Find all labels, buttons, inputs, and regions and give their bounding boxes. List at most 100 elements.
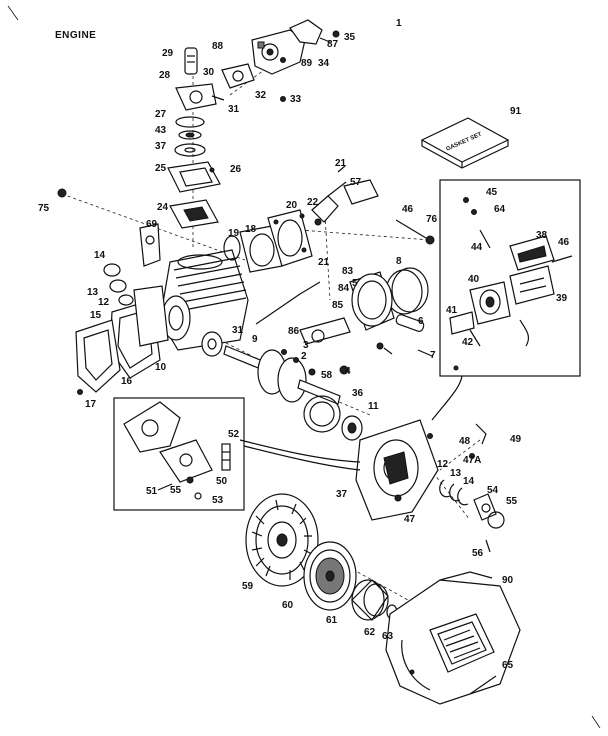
wiring — [239, 375, 463, 471]
fan-housing — [385, 571, 521, 705]
part-label-p90: 90 — [502, 575, 514, 586]
part-label-p89: 89 — [301, 58, 313, 69]
part-label-p83: 83 — [342, 266, 354, 277]
part-label-p24: 24 — [157, 202, 169, 213]
part-label-p15: 15 — [90, 310, 102, 321]
part-label-p55a: 55 — [170, 485, 182, 496]
part-label-p46a: 46 — [402, 204, 414, 215]
part-label-p19: 19 — [228, 228, 240, 239]
part-label-p2: 2 — [301, 351, 307, 362]
part-label-p47b: 47 — [404, 514, 416, 525]
part-label-p35: 35 — [344, 32, 356, 43]
part-label-p45: 45 — [486, 187, 498, 198]
part-label-p75: 75 — [38, 203, 50, 214]
part-label-p20: 20 — [286, 200, 298, 211]
part-label-p6: 6 — [418, 316, 424, 327]
part-label-p54: 54 — [487, 485, 499, 496]
cylinder — [159, 249, 249, 351]
part-label-p88: 88 — [212, 41, 224, 52]
part-label-p42: 42 — [462, 337, 474, 348]
part-label-p69: 69 — [146, 219, 158, 230]
part-label-p26: 26 — [230, 164, 242, 175]
part-label-p64: 64 — [494, 204, 506, 215]
part-label-p36: 36 — [352, 388, 364, 399]
part-label-p22: 22 — [307, 197, 319, 208]
part-label-p53: 53 — [212, 495, 224, 506]
part-label-p41: 41 — [446, 305, 458, 316]
part-label-p40: 40 — [468, 274, 480, 285]
part-label-p3: 3 — [303, 340, 309, 351]
recoil-inset — [113, 397, 245, 511]
crankcase-cover — [355, 419, 505, 553]
part-label-p14b: 14 — [463, 476, 475, 487]
part-label-p33: 33 — [290, 94, 302, 105]
carburetor — [221, 19, 340, 102]
part-label-p57: 57 — [350, 177, 362, 188]
part-label-p29: 29 — [162, 48, 174, 59]
part-label-p13a: 13 — [87, 287, 99, 298]
part-label-p31b: 31 — [232, 325, 244, 336]
part-label-p7: 7 — [430, 350, 436, 361]
part-label-p44: 44 — [471, 242, 483, 253]
part-label-p52: 52 — [228, 429, 240, 440]
piston-group — [349, 267, 433, 357]
screw-75 — [57, 188, 67, 198]
part-label-p76: 76 — [426, 214, 438, 225]
part-label-p37b: 37 — [336, 489, 348, 500]
part-label-p49: 49 — [510, 434, 522, 445]
part-label-p10: 10 — [155, 362, 167, 373]
part-label-p62: 62 — [364, 627, 376, 638]
part-label-p31: 31 — [228, 104, 240, 115]
part-label-p12a: 12 — [98, 297, 110, 308]
part-label-p16: 16 — [121, 376, 133, 387]
ignition-inset — [439, 179, 581, 377]
part-label-p58: 58 — [321, 370, 333, 381]
part-label-p39: 39 — [556, 293, 568, 304]
part-label-p47a: 47A — [463, 455, 481, 466]
intake-stack — [167, 47, 225, 229]
part-label-p28: 28 — [159, 70, 171, 81]
pin-46-76 — [395, 219, 435, 245]
part-label-p21b: 21 — [318, 257, 330, 268]
crankcase-right — [223, 209, 313, 273]
part-label-p51: 51 — [146, 486, 158, 497]
part-label-p46b: 46 — [558, 237, 570, 248]
part-label-p17: 17 — [85, 399, 97, 410]
part-label-p30: 30 — [203, 67, 215, 78]
part-label-p11: 11 — [368, 401, 379, 412]
part-label-p37a: 37 — [155, 141, 167, 152]
part-label-p38: 38 — [536, 230, 548, 241]
flywheel — [245, 493, 319, 587]
part-label-p27: 27 — [155, 109, 167, 120]
part-label-p84: 84 — [338, 283, 350, 294]
starter-cup — [303, 541, 357, 611]
bottom-corner-tick — [591, 715, 601, 729]
part-label-p50: 50 — [216, 476, 228, 487]
gasket-set-box: GASKET SET — [420, 117, 510, 169]
part-label-p18: 18 — [245, 224, 257, 235]
part-label-p43: 43 — [155, 125, 167, 136]
left-crankcase — [75, 223, 169, 395]
part-label-p9: 9 — [252, 334, 258, 345]
part-label-p32: 32 — [255, 90, 267, 101]
part-label-p25: 25 — [155, 163, 167, 174]
part-label-p21a: 21 — [335, 158, 347, 169]
part-label-p60: 60 — [282, 600, 294, 611]
part-label-p8: 8 — [396, 256, 402, 267]
part-label-p65: 65 — [502, 660, 514, 671]
part-label-p5: 5 — [352, 278, 358, 289]
corner-mark: 1 — [396, 18, 402, 29]
part-label-p86: 86 — [288, 326, 300, 337]
spark-plug — [311, 165, 379, 226]
part-label-p34: 34 — [318, 58, 330, 69]
part-label-p55b: 55 — [506, 496, 518, 507]
part-label-p13b: 13 — [450, 468, 462, 479]
part-label-p61: 61 — [326, 615, 338, 626]
diagram-title: ENGINE — [55, 30, 96, 41]
part-label-p56: 56 — [472, 548, 484, 559]
part-label-p14a: 14 — [94, 250, 106, 261]
part-label-p59: 59 — [242, 581, 254, 592]
part-label-p63: 63 — [382, 631, 394, 642]
